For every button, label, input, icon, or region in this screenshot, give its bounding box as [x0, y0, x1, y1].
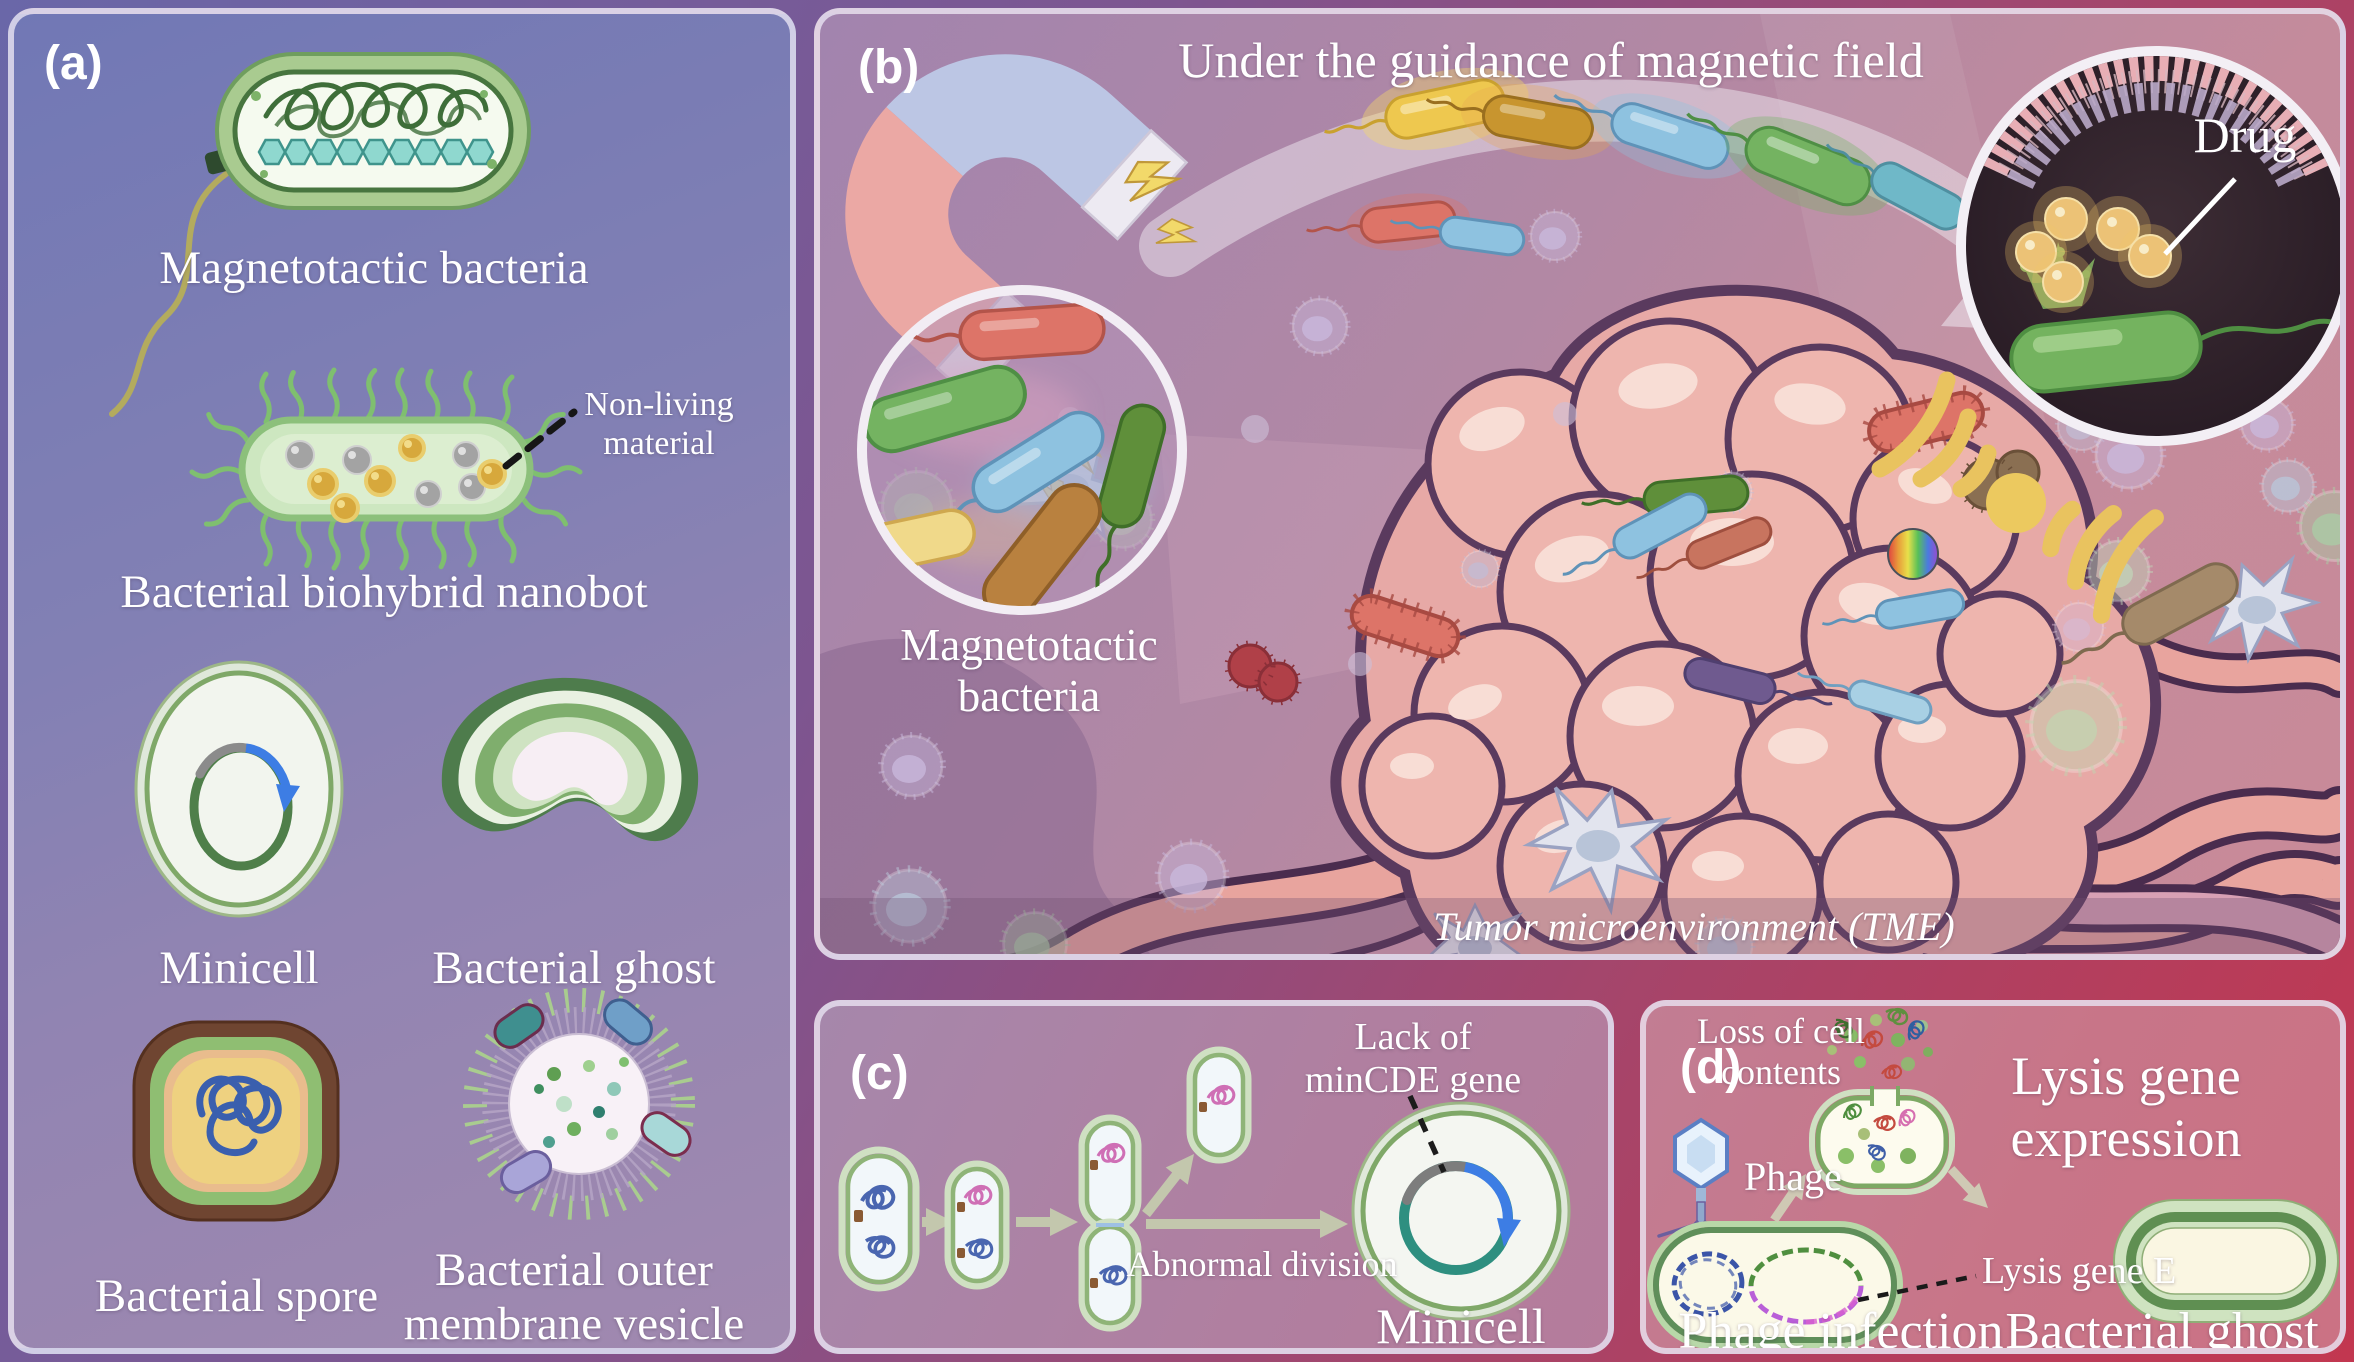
minicell-label-a: Minicell [159, 942, 319, 994]
lack-mincde-label: Lack of minCDE gene [1304, 1016, 1522, 1102]
panel-c-label: (c) [850, 1047, 909, 1100]
panel-b-label: (b) [858, 41, 920, 94]
nonliving-annotation: Non-living material [584, 386, 734, 462]
tme-label: Tumor microenvironment (TME) [1433, 904, 1955, 949]
lysis-expression-label: Lysis gene expression [2010, 1046, 2242, 1168]
panel-b-title: Under the guidance of magnetic field [1178, 32, 1924, 88]
lysing-cell-icon [1809, 1086, 1955, 1195]
panel-d-label: (d) [1680, 1041, 1742, 1094]
ghost-label-a: Bacterial ghost [432, 942, 716, 994]
panel-c: (c) [814, 1000, 1614, 1354]
phage-infection-label: Phage infection [1678, 1303, 2004, 1354]
lysis-gene-pointer [1857, 1273, 1977, 1303]
omv-label: Bacterial outer membrane vesicle [403, 1244, 745, 1350]
rainbow-particle [1887, 528, 1939, 580]
process-arrows [1770, 1165, 1997, 1223]
biohybrid-nanobot-icon [192, 370, 580, 568]
lysing-bacterium [2009, 310, 2203, 394]
omv-icon [463, 988, 695, 1220]
lysis-gene-e-label: Lysis gene E [1982, 1250, 2177, 1292]
travelling-bacteria [1305, 67, 1966, 257]
bacterial-ghost-icon [441, 677, 699, 842]
mtb-zoom-circle [857, 285, 1187, 615]
phage-label: Phage [1744, 1154, 1842, 1199]
panel-d: (d) [1640, 1000, 2346, 1354]
bacterial-spore-icon [132, 1020, 340, 1222]
panel-c-illustration [838, 1046, 1571, 1332]
abnormal-division-label: Abnormal division [1126, 1244, 1398, 1284]
lysis-plasmid [1748, 1247, 1864, 1325]
minicell-result-label: Minicell [1376, 1298, 1546, 1354]
host-bacterium-icon [1647, 1221, 1977, 1348]
mtb-zoom-label: Magnetotactic bacteria [900, 620, 1158, 722]
minicell-result-icon [1351, 1094, 1571, 1321]
bacterial-ghost-label-d: Bacterial ghost [2005, 1303, 2319, 1354]
red-cocci [1224, 640, 1302, 706]
signal-arcs-icon [1871, 371, 2164, 624]
panel-a: (a) [8, 8, 796, 1354]
loss-contents-label: Loss of cell contents [1697, 1011, 1865, 1093]
chromosome-dna [1671, 1251, 1745, 1317]
nanoparticles [285, 434, 507, 523]
panel-d-illustration [1647, 1006, 2339, 1348]
drug-particles [2005, 186, 2182, 313]
minicell-icon [134, 660, 344, 918]
spore-label: Bacterial spore [94, 1270, 379, 1322]
panel-b: (b) [814, 8, 2346, 960]
division-sequence [838, 1046, 1348, 1332]
ghost-result-icon [2113, 1199, 2339, 1323]
drug-label: Drug [2193, 107, 2297, 163]
drug-inset [1956, 46, 2340, 446]
tme-band [820, 898, 2340, 954]
spilled-contents [1827, 1006, 1933, 1080]
panel-b-illustration [820, 14, 2340, 954]
biohybrid-label: Bacterial biohybrid nanobot [120, 566, 648, 618]
mincde-pointer-line [1407, 1094, 1447, 1174]
magnetotactic-bacterium-icon [109, 52, 531, 417]
panel-a-illustration [109, 52, 699, 1222]
panel-a-label: (a) [44, 37, 103, 90]
magnetotactic-label: Magnetotactic bacteria [159, 242, 589, 294]
drug-pointer-line [2163, 177, 2237, 256]
